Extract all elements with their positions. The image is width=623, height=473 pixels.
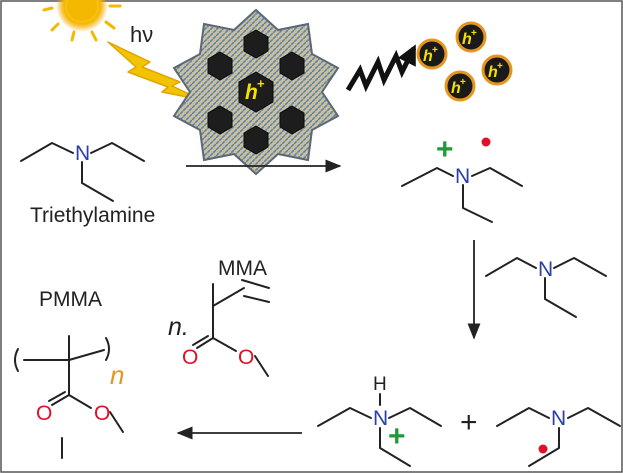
hole-particle: h +	[444, 70, 476, 102]
svg-text:+: +	[497, 61, 503, 72]
svg-text:h: h	[423, 48, 433, 65]
svg-text:+: +	[471, 28, 477, 39]
triethylamine-reagent-structure: N	[485, 257, 607, 318]
nitrogen-atom: N	[551, 407, 566, 430]
nitrogen-atom: N	[373, 407, 388, 430]
nitrogen-atom: N	[538, 258, 553, 281]
cation-sign: +	[436, 133, 454, 166]
pmma-structure: O O n	[14, 335, 124, 459]
oxygen-atom: O	[182, 346, 198, 369]
oxygen-atom: O	[94, 402, 110, 425]
framework-icon: h +	[172, 8, 340, 176]
mma-structure: O O	[182, 279, 270, 377]
photon-label: hν	[130, 22, 153, 47]
radical-dot	[538, 444, 548, 454]
nitrogen-atom: N	[455, 165, 470, 188]
sun-icon	[42, 0, 122, 42]
hydrogen-atom: H	[373, 374, 387, 395]
svg-text:+: +	[432, 45, 438, 56]
radical-dot	[481, 137, 491, 147]
zigzag-arrow-icon	[345, 44, 417, 93]
svg-text:h: h	[462, 31, 472, 48]
mma-label: MMA	[218, 257, 267, 280]
plus-sign: +	[460, 406, 478, 439]
pmma-label: PMMA	[39, 288, 102, 311]
oxygen-atom: O	[36, 402, 52, 425]
hole-particle: h +	[416, 38, 448, 70]
cation-sign: +	[388, 420, 406, 453]
framework-hole-label: h	[245, 81, 258, 104]
oxygen-atom: O	[238, 346, 254, 369]
svg-text:h: h	[488, 64, 498, 81]
nitrogen-atom: N	[75, 142, 90, 165]
radical-cation-structure: N +	[401, 133, 523, 223]
aminoalkyl-radical-structure: N	[496, 407, 621, 467]
svg-text:+: +	[460, 77, 466, 88]
hole-particle: h +	[455, 21, 487, 53]
stoichiometry-n: n.	[168, 313, 189, 341]
ammonium-structure: N H +	[317, 374, 442, 467]
triethylamine-label: Triethylamine	[30, 204, 155, 227]
triethylamine-structure: N	[20, 142, 145, 202]
framework-hole-charge: +	[257, 76, 265, 91]
svg-text:h: h	[451, 80, 461, 97]
hole-particle: h +	[481, 54, 513, 86]
repeat-subscript-n: n	[110, 360, 124, 390]
